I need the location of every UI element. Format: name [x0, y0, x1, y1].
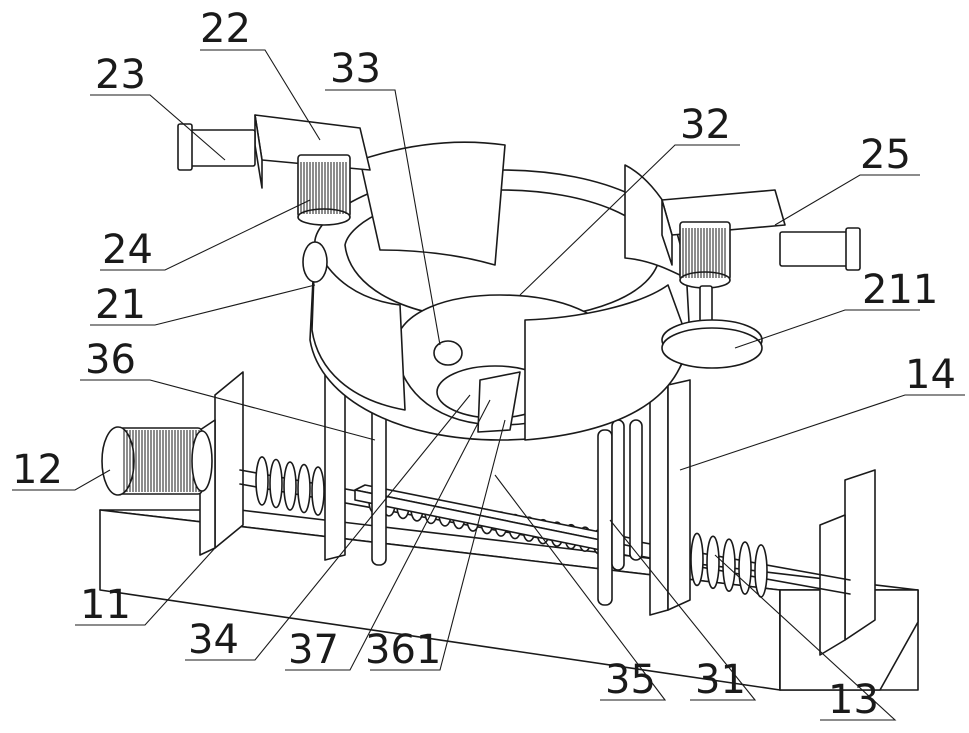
- label-361: 361: [365, 627, 441, 673]
- label-25: 25: [860, 132, 911, 178]
- screw-thread: [270, 459, 282, 507]
- label-37: 37: [288, 627, 339, 673]
- label-33: 33: [330, 46, 381, 92]
- label-23: 23: [95, 52, 146, 98]
- label-35: 35: [605, 657, 656, 703]
- screw-thread: [256, 457, 268, 505]
- screw-thread: [298, 465, 310, 513]
- drive-motor: [102, 427, 212, 495]
- screw-thread: [723, 539, 735, 591]
- screw-thread: [312, 467, 324, 515]
- screw-thread: [755, 545, 767, 597]
- label-22: 22: [200, 6, 251, 52]
- screw-thread: [691, 533, 703, 585]
- label-31: 31: [695, 657, 746, 703]
- label-211: 211: [862, 267, 938, 313]
- label-12: 12: [12, 447, 63, 493]
- left-push-unit: [178, 115, 370, 225]
- label-34: 34: [188, 617, 239, 663]
- label-32: 32: [680, 102, 731, 148]
- right-push-unit: [662, 190, 860, 368]
- screw-thread: [284, 462, 296, 510]
- label-14: 14: [905, 352, 956, 398]
- label-13: 13: [828, 677, 879, 723]
- screw-thread: [707, 536, 719, 588]
- label-36: 36: [85, 337, 136, 383]
- label-11: 11: [80, 582, 131, 628]
- label-24: 24: [102, 227, 153, 273]
- label-21: 21: [95, 282, 146, 328]
